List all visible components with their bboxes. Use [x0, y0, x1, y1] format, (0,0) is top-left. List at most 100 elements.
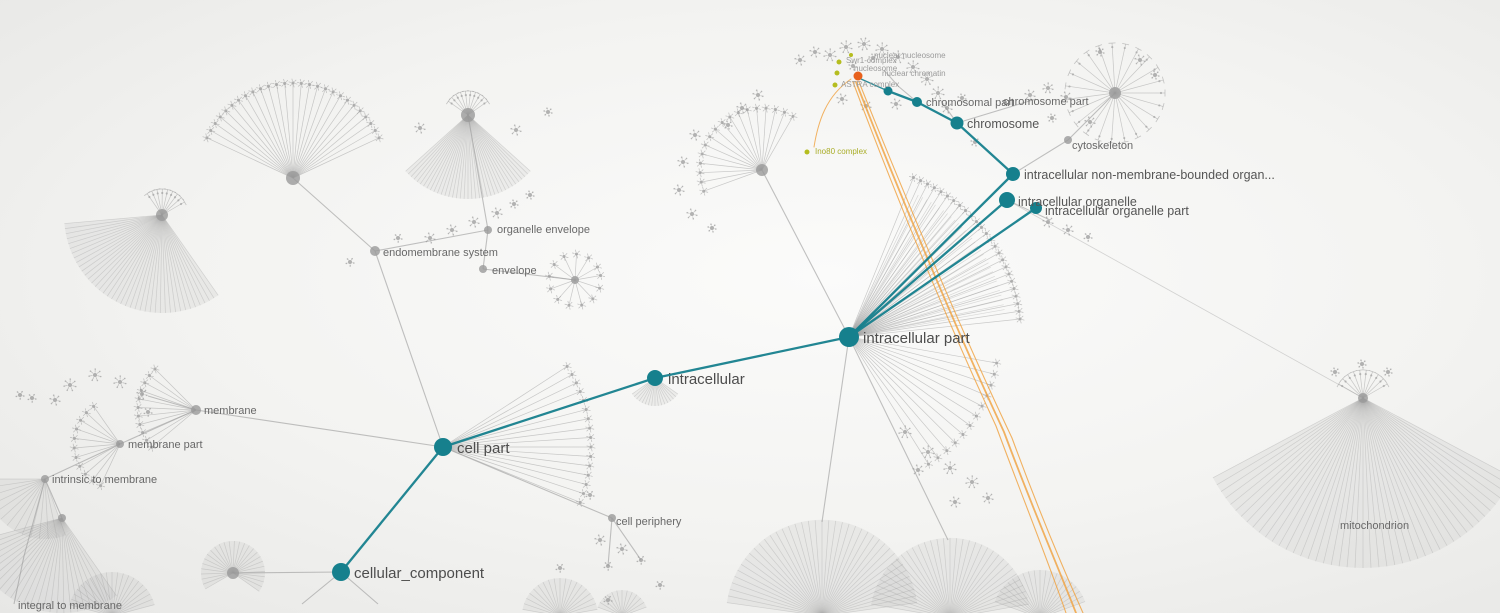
- label-chromosome-part: chromosome part: [1003, 96, 1089, 108]
- node-non_membrane_bounded_organelle[interactable]: [1006, 167, 1020, 181]
- edge-intracellular_part--non_membrane_bounded_organelle: [847, 172, 1015, 339]
- label-cytoskeleton: cytoskeleton: [1072, 140, 1133, 152]
- label-nuclear-chromatin: nuclear chromatin: [882, 69, 946, 78]
- graph-edge: [482, 268, 576, 281]
- cluster-hub-node[interactable]: [479, 265, 487, 273]
- label-cell-periphery: cell periphery: [616, 516, 682, 528]
- node-intracellular[interactable]: [647, 370, 663, 386]
- label-intracellular-organelle-part: intracellular organelle part: [1045, 204, 1189, 218]
- edge-chromosome--chromosomal_part: [915, 100, 959, 125]
- graph-edge: [956, 98, 1037, 124]
- graph-edge: [611, 517, 642, 561]
- label-envelope: envelope: [492, 265, 537, 277]
- label-cell-part: cell part: [457, 440, 510, 457]
- edge-cell_part--intracellular: [441, 376, 657, 449]
- term-node-olive[interactable]: [804, 149, 810, 155]
- cluster-fan: [848, 336, 1002, 469]
- cluster-fan: [597, 590, 647, 613]
- cluster-fan: [446, 90, 490, 116]
- graph-edge: [883, 69, 899, 87]
- label-cellular-component: cellular_component: [354, 565, 485, 582]
- cluster-hub-node[interactable]: [484, 226, 492, 234]
- graph-edge: [848, 336, 949, 541]
- label-nucleosome: nucleosome: [854, 64, 898, 73]
- highlighted-path-edges: [813, 78, 1084, 613]
- label-intracellular-part: intracellular part: [863, 330, 971, 347]
- highlighted-node-orange[interactable]: [853, 71, 863, 81]
- cluster-hub-node[interactable]: [370, 246, 380, 256]
- label-nuclear-nucleosome: nuclear nucleosome: [874, 51, 946, 60]
- node-chromosomal_part[interactable]: [912, 97, 922, 107]
- selected-path: [332, 78, 1042, 581]
- label-integral-to-membrane: integral to membrane: [18, 600, 122, 612]
- cluster-fan: [442, 361, 596, 507]
- label-mitochondrion: mitochondrion: [1340, 520, 1409, 532]
- cluster-fan: [1212, 393, 1500, 568]
- cluster-hub-node[interactable]: [608, 514, 616, 522]
- cluster-fan: [1064, 42, 1166, 144]
- cluster-fan: [1336, 369, 1390, 399]
- cluster-fan: [405, 108, 531, 199]
- cluster-fan: [695, 103, 798, 196]
- graph-edge: [23, 478, 46, 557]
- orange-relation-edge: [855, 81, 1077, 613]
- label-chromosome: chromosome: [967, 117, 1039, 131]
- cluster-fan: [202, 78, 384, 185]
- edge-cellular_component--cell_part: [339, 445, 445, 574]
- term-node-olive[interactable]: [849, 53, 853, 57]
- graph-edge: [374, 229, 489, 252]
- graph-edge: [467, 114, 489, 231]
- term-node-olive[interactable]: [836, 59, 842, 65]
- orange-relation-edge: [813, 78, 852, 148]
- edge-chromosomal_part--chromatin_hub: [886, 89, 919, 104]
- graph-edge: [147, 395, 197, 411]
- label-membrane: membrane: [204, 405, 257, 417]
- graph-edge: [482, 229, 489, 270]
- label-organelle-envelope: organelle envelope: [497, 224, 590, 236]
- node-chromosome[interactable]: [950, 116, 964, 130]
- background-structure: [0, 37, 1500, 613]
- term-node-olive[interactable]: [832, 82, 838, 88]
- label-ino80-complex: Ino80 complex: [815, 147, 867, 156]
- node-cell_part[interactable]: [434, 438, 452, 456]
- cluster-fan: [0, 514, 117, 613]
- label-membrane-part: membrane part: [128, 439, 203, 451]
- graph-edge: [1067, 92, 1116, 141]
- graph-edge: [442, 446, 613, 519]
- cluster-fan: [69, 572, 155, 613]
- label-intracellular: intracellular: [668, 371, 745, 388]
- cluster-fan: [64, 209, 219, 313]
- edge-non_membrane_bounded_organelle--chromosome: [955, 121, 1015, 176]
- graph-edge: [292, 177, 376, 252]
- label-chromosomal-part: chromosomal part: [926, 97, 1014, 109]
- cluster-fan: [143, 188, 187, 216]
- graph-edge: [44, 443, 121, 480]
- graph-edge: [821, 336, 850, 523]
- edge-intracellular_part--intracellular_organelle: [847, 198, 1009, 339]
- label-astra-complex: ASTRA complex: [841, 80, 899, 89]
- graph-edge: [1006, 199, 1364, 399]
- term-node-olive[interactable]: [834, 70, 840, 76]
- node-intracellular_part[interactable]: [839, 327, 859, 347]
- graph-edge: [374, 250, 444, 448]
- cluster-fan: [69, 401, 124, 491]
- cluster-fan: [201, 541, 266, 592]
- node-intracellular_organelle_part[interactable]: [1030, 202, 1042, 214]
- graph-edge: [44, 478, 63, 519]
- node-chromatin_hub[interactable]: [883, 86, 893, 96]
- edge-chromatin-hub--highlight: [860, 78, 889, 92]
- orange-relation-edge: [858, 81, 1084, 613]
- node-cellular_component[interactable]: [332, 563, 350, 581]
- edge-intracellular--intracellular_part: [653, 335, 851, 380]
- label-endomembrane-system: endomembrane system: [383, 247, 498, 259]
- edge-intracellular_part--intracellular_organelle_part: [847, 206, 1038, 339]
- label-swr1-complex: Swr1-complex: [846, 56, 897, 65]
- graph-edge: [1012, 139, 1069, 175]
- node-intracellular_organelle[interactable]: [999, 192, 1015, 208]
- graph-edge: [13, 555, 25, 605]
- cluster-fan: [0, 475, 66, 539]
- cluster-hub-node[interactable]: [1064, 136, 1072, 144]
- graph-edge: [119, 409, 197, 445]
